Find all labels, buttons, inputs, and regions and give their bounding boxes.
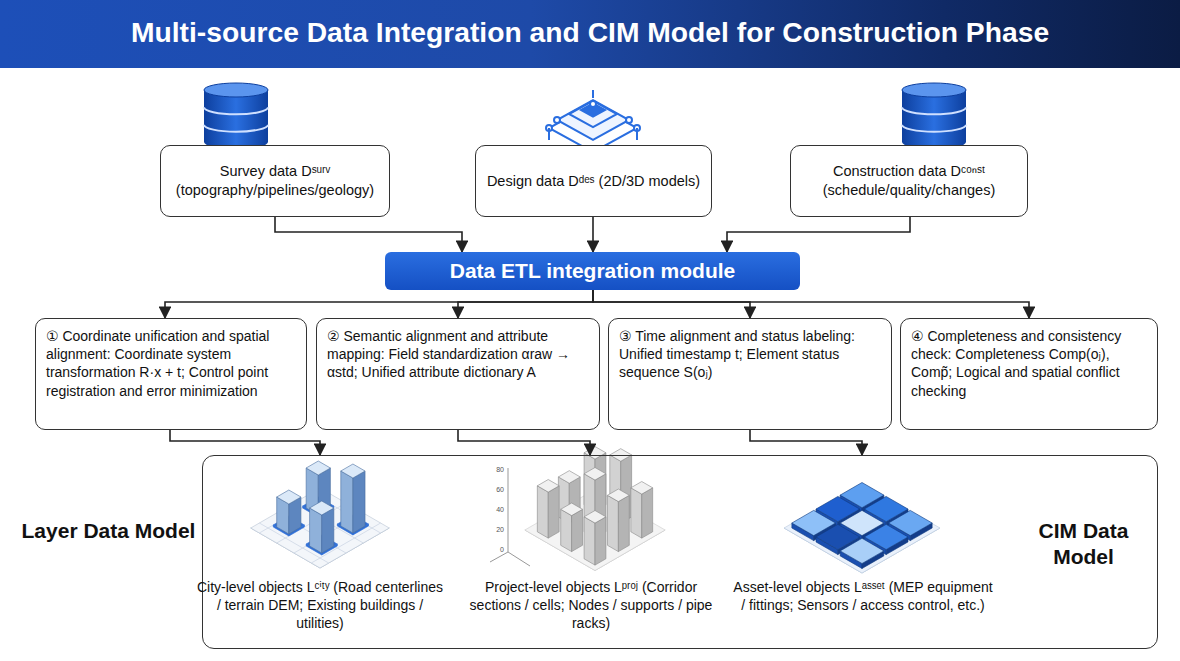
- project-illustration: [490, 447, 665, 571]
- box-text: Data ETL integration module: [450, 259, 735, 283]
- panel-heading: CIM Data Model: [1011, 518, 1156, 571]
- object-caption: Asset-level objects Lᵃˢˢᵉᵗ (MEP equipmen…: [730, 578, 996, 614]
- connector: [458, 290, 593, 318]
- connector: [275, 217, 462, 252]
- design-node: [590, 101, 596, 107]
- cylinder-top: [204, 83, 268, 97]
- connector: [727, 217, 910, 252]
- process-box: ③ Time alignment and status labeling: Un…: [608, 318, 892, 430]
- box-face: [310, 508, 322, 553]
- cylinder-body: [902, 90, 966, 149]
- connector: [593, 290, 1029, 318]
- axis-tick: 80: [488, 466, 504, 473]
- connector: [593, 290, 750, 318]
- box-top: [341, 464, 365, 478]
- cylinder-body: [204, 90, 268, 149]
- design-layer: [569, 101, 617, 127]
- box-face: [353, 471, 365, 533]
- connector: [165, 290, 593, 318]
- box-text: ③ Time alignment and status labeling: Un…: [619, 327, 881, 382]
- model-panel: Layer Data ModelCIM Data Model: [202, 455, 1158, 649]
- design-lead: [549, 90, 637, 140]
- box-text: ① Coordinate unification and spatial ali…: [46, 327, 296, 400]
- box-top: [537, 480, 559, 493]
- box-face: [595, 517, 606, 565]
- box-face: [584, 517, 595, 565]
- box-face: [561, 509, 572, 551]
- box-face: [322, 508, 334, 553]
- connector: [458, 430, 590, 455]
- box-top: [561, 503, 583, 516]
- design-layer: [557, 100, 629, 140]
- panel-heading: Layer Data Model: [21, 518, 196, 544]
- box-text: Construction data Dᶜᵒⁿˢᵗ (schedule/quali…: [801, 162, 1017, 200]
- box-face: [607, 495, 618, 551]
- box-text: Survey data Dˢᵘʳᵛ (topography/pipelines/…: [171, 162, 379, 200]
- box-face: [642, 488, 653, 538]
- box-top: [277, 490, 301, 504]
- axis-tick: 0: [488, 546, 504, 553]
- box-top: [631, 482, 653, 495]
- connector: [170, 430, 320, 455]
- axis-tick: 60: [488, 486, 504, 493]
- database-icon: [204, 83, 268, 149]
- source-box: Construction data Dᶜᵒⁿˢᵗ (schedule/quali…: [790, 145, 1028, 217]
- object-caption: Project-level objects Lᵖʳᵒʲ (Corridor se…: [458, 578, 724, 633]
- box-text: ④ Completeness and consistency check: Co…: [911, 327, 1147, 400]
- box-face: [548, 486, 559, 538]
- cylinder-band: [902, 107, 966, 114]
- box-top: [607, 489, 629, 502]
- connector: [750, 430, 862, 455]
- box-face: [537, 486, 548, 538]
- box-top: [310, 501, 334, 515]
- connector: [592, 217, 594, 252]
- cylinder-band: [204, 107, 268, 114]
- source-box: Survey data Dˢᵘʳᵛ (topography/pipelines/…: [160, 145, 390, 217]
- cylinder-top: [902, 83, 966, 97]
- box-top: [584, 511, 606, 524]
- box-top: [840, 538, 884, 563]
- object-illustrations: [251, 447, 940, 574]
- box-face: [341, 471, 353, 533]
- city-illustration: [251, 461, 390, 568]
- design-node: [626, 117, 632, 123]
- axis-tick: 40: [488, 506, 504, 513]
- box-text: Design data Dᵈᵉˢ (2D/3D models): [487, 172, 700, 191]
- module-bar: Data ETL integration module: [385, 252, 800, 290]
- asset-illustration: [784, 483, 940, 574]
- box-top: [584, 468, 606, 481]
- design-node: [554, 117, 560, 123]
- box-face: [631, 488, 642, 538]
- process-box: ① Coordinate unification and spatial ali…: [35, 318, 307, 430]
- chart-axis: [490, 468, 530, 566]
- box-face: [572, 509, 583, 551]
- box-top: [584, 447, 606, 460]
- object-caption: City-level objects Lᶜⁱᵗʸ (Road centerlin…: [195, 578, 445, 633]
- box-top: [558, 471, 580, 484]
- title-text: Multi-source Data Integration and CIM Mo…: [0, 16, 1180, 49]
- box-top: [306, 461, 330, 475]
- process-box: ② Semantic alignment and attribute mappi…: [316, 318, 600, 430]
- database-icon: [902, 83, 966, 149]
- process-box: ④ Completeness and consistency check: Co…: [900, 318, 1158, 430]
- source-box: Design data Dᵈᵉˢ (2D/3D models): [475, 145, 712, 217]
- cylinder-band: [204, 125, 268, 132]
- box-text: ② Semantic alignment and attribute mappi…: [327, 327, 589, 382]
- cylinder-band: [902, 125, 966, 132]
- box-face: [618, 495, 629, 551]
- axis-tick: 20: [488, 526, 504, 533]
- box-top: [784, 483, 940, 573]
